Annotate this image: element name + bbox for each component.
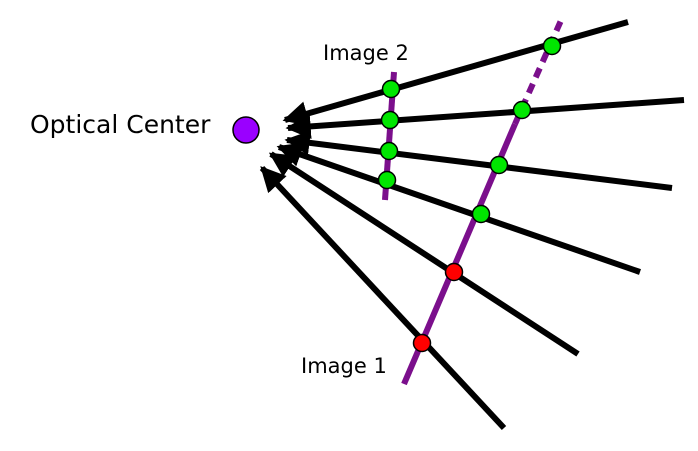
image1-unmatched-point-2 (412, 333, 432, 353)
image1-matched-point-2 (512, 100, 532, 120)
image1-label: Image 1 (301, 354, 387, 378)
image2-point-3 (379, 141, 399, 161)
optical-center-label: Optical Center (30, 110, 211, 139)
rays (259, 19, 685, 431)
image1-matched-point-3 (489, 155, 509, 175)
image1-matched-point-1 (542, 36, 562, 56)
ray-6 (259, 165, 507, 431)
image2-label: Image 2 (323, 41, 409, 65)
projected-points (232, 36, 562, 353)
image2-point-2 (380, 110, 400, 130)
image2-point-4 (377, 170, 397, 190)
image2-point-1 (381, 79, 401, 99)
image1-unmatched-point-1 (444, 262, 464, 282)
ray-2 (285, 97, 685, 139)
image1-matched-point-4 (471, 204, 491, 224)
optical-center-point (232, 116, 260, 144)
ray-3 (284, 130, 673, 191)
ray-1 (282, 19, 629, 126)
ray-4 (276, 142, 641, 275)
ray-5 (268, 151, 580, 357)
